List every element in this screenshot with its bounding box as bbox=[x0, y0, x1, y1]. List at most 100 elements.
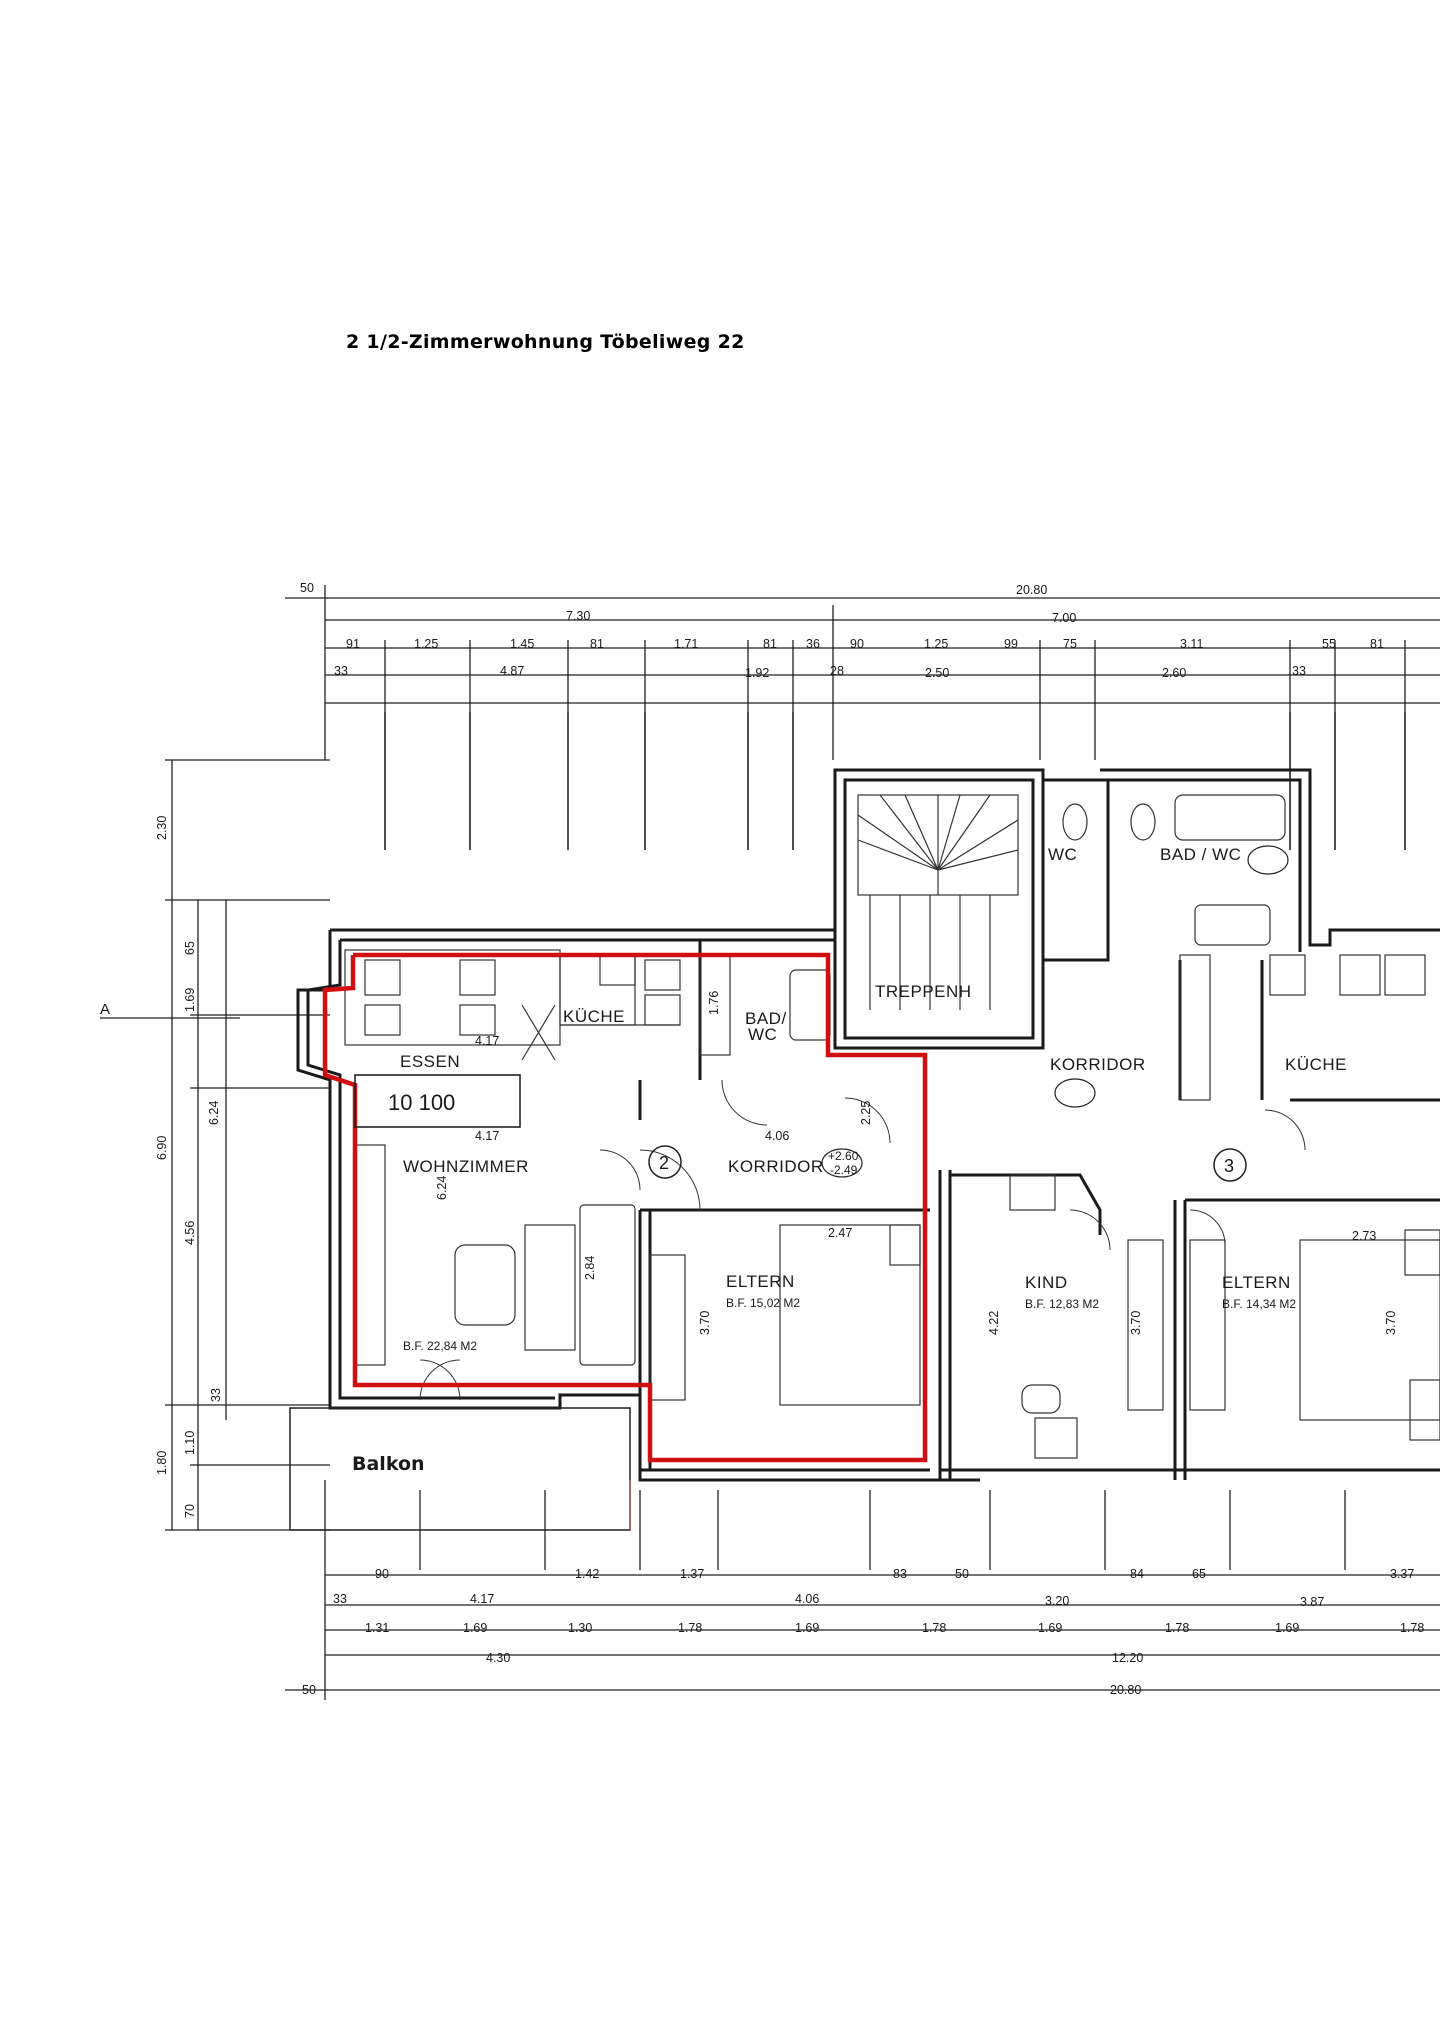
top-dimension-lines bbox=[285, 585, 1440, 850]
dim-int-k: 2.84 bbox=[583, 1256, 597, 1280]
room-eltern-right-area: B.F. 14,34 M2 bbox=[1222, 1297, 1296, 1311]
dim-int-m: 1.76 bbox=[707, 991, 721, 1015]
dim-b3-i: 1.69 bbox=[1275, 1621, 1299, 1635]
dim-b3-d: 1.78 bbox=[678, 1621, 702, 1635]
dim-row1-m: 55 bbox=[1322, 637, 1336, 651]
room-wohnzimmer-area: B.F. 22,84 M2 bbox=[403, 1339, 477, 1353]
bottom-dims-row1: 90 1.42 1.37 83 50 84 65 3.37 bbox=[375, 1567, 1414, 1581]
dim-b2-c: 4.06 bbox=[795, 1592, 819, 1606]
dim-row2-a: 33 bbox=[334, 664, 348, 678]
dim-b3-j: 1.78 bbox=[1400, 1621, 1424, 1635]
dim-int-e: 2.73 bbox=[1352, 1229, 1376, 1243]
dim-left-h: 1.80 bbox=[155, 1451, 169, 1475]
dim-b1-h: 3.37 bbox=[1390, 1567, 1414, 1581]
dim-row1-g: 36 bbox=[806, 637, 820, 651]
dim-b1-e: 50 bbox=[955, 1567, 969, 1581]
room-kind: KIND bbox=[1025, 1273, 1068, 1292]
dim-b3-c: 1.30 bbox=[568, 1621, 592, 1635]
room-balkon: Balkon bbox=[352, 1453, 425, 1475]
dim-row2-c: 1.92 bbox=[745, 666, 769, 680]
dim-row1-e: 1.71 bbox=[674, 637, 698, 651]
dim-left-i: 70 bbox=[183, 1504, 197, 1518]
dim-int-j: 6.24 bbox=[435, 1176, 449, 1200]
room-kueche: KÜCHE bbox=[563, 1007, 625, 1026]
dim-b2-e: 3.87 bbox=[1300, 1595, 1324, 1609]
room-korridor-right: KORRIDOR bbox=[1050, 1055, 1146, 1074]
korridor-level-top: +2.60 bbox=[828, 1149, 859, 1163]
dim-row1: 91 1.25 1.45 81 1.71 81 36 90 1.25 99 75… bbox=[346, 637, 1384, 651]
level-marker-bad bbox=[1247, 845, 1289, 875]
plan-title: 2 1/2-Zimmerwohnung Töbeliweg 22 bbox=[346, 331, 745, 353]
dim-row2: 33 4.87 1.92 28 2.50 2.60 33 bbox=[334, 664, 1306, 680]
dim-b2-d: 3.20 bbox=[1045, 1594, 1069, 1608]
dim-b1-d: 83 bbox=[893, 1567, 907, 1581]
dim-b1-b: 1.42 bbox=[575, 1567, 599, 1581]
dim-b1-f: 84 bbox=[1130, 1567, 1144, 1581]
dim-bottom-sub: 12.20 bbox=[1112, 1651, 1143, 1665]
dim-int-f: 3.70 bbox=[698, 1311, 712, 1335]
dim-row1-d: 81 bbox=[590, 637, 604, 651]
bottom-dims-row2: 33 4.17 4.06 3.20 3.87 bbox=[333, 1592, 1324, 1609]
level-marker-korridor bbox=[821, 1148, 863, 1178]
room-eltern-area: B.F. 15,02 M2 bbox=[726, 1296, 800, 1310]
dim-int-g: 4.22 bbox=[987, 1311, 1001, 1335]
section-marker: A bbox=[100, 1001, 110, 1018]
dim-row2-g: 33 bbox=[1292, 664, 1306, 678]
fixtures bbox=[344, 794, 1440, 1459]
apartment-number-box bbox=[354, 1074, 521, 1128]
dim-row1-f: 81 bbox=[763, 637, 777, 651]
balkon-area bbox=[289, 1407, 631, 1531]
room-bad-wc-2: WC bbox=[748, 1025, 777, 1044]
room-wohnzimmer: WOHNZIMMER bbox=[403, 1157, 529, 1176]
korridor-level-bottom: -2.49 bbox=[830, 1163, 858, 1177]
dim-left-c: 1.69 bbox=[183, 988, 197, 1012]
dim-b2-a: 33 bbox=[333, 1592, 347, 1606]
dim-row1-i: 1.25 bbox=[924, 637, 948, 651]
dim-offset-top: 50 bbox=[300, 581, 314, 595]
dim-row1-h: 90 bbox=[850, 637, 864, 651]
room-korridor: KORRIDOR bbox=[728, 1157, 824, 1176]
room-essen: ESSEN bbox=[400, 1052, 460, 1071]
staircase bbox=[857, 794, 1019, 1010]
dim-b3-b: 1.69 bbox=[463, 1621, 487, 1635]
dim-b3-g: 1.69 bbox=[1038, 1621, 1062, 1635]
unit-marker-3: 3 bbox=[1224, 1156, 1234, 1176]
dim-int-a: 4.17 bbox=[475, 1034, 499, 1048]
room-kind-area: B.F. 12,83 M2 bbox=[1025, 1297, 1099, 1311]
room-kueche-right: KÜCHE bbox=[1285, 1055, 1347, 1074]
dim-int-l: 2.25 bbox=[859, 1101, 873, 1125]
level-marker-korridor-right bbox=[1054, 1078, 1096, 1108]
dim-offset-bottom: 50 bbox=[302, 1683, 316, 1697]
dim-top-left: 7.30 bbox=[566, 609, 590, 623]
dim-b1-g: 65 bbox=[1192, 1567, 1206, 1581]
dim-b3-e: 1.69 bbox=[795, 1621, 819, 1635]
dim-row2-f: 2.60 bbox=[1162, 666, 1186, 680]
door-swings bbox=[419, 1079, 1306, 1401]
apartment-outline bbox=[322, 952, 928, 1463]
dim-b2-b: 4.17 bbox=[470, 1592, 494, 1606]
room-bad-wc-right: BAD / WC bbox=[1160, 845, 1241, 864]
room-bad-wc: BAD/ bbox=[745, 1009, 787, 1028]
dim-row1-a: 91 bbox=[346, 637, 360, 651]
dim-top-right: 7.00 bbox=[1052, 611, 1076, 625]
dim-row2-e: 2.50 bbox=[925, 666, 949, 680]
dim-int-d: 2.47 bbox=[828, 1226, 852, 1240]
room-eltern: ELTERN bbox=[726, 1272, 795, 1291]
dim-row1-b: 1.25 bbox=[414, 637, 438, 651]
apartment-number: 10 100 bbox=[388, 1090, 455, 1115]
dim-left-f: 4.56 bbox=[183, 1221, 197, 1245]
dim-int-b: 4.17 bbox=[475, 1129, 499, 1143]
dim-row1-k: 75 bbox=[1063, 637, 1077, 651]
dim-b1-c: 1.37 bbox=[680, 1567, 704, 1581]
dim-top-total: 20.80 bbox=[1016, 583, 1047, 597]
unit-marker-3-circle bbox=[1213, 1148, 1247, 1182]
room-eltern-right: ELTERN bbox=[1222, 1273, 1291, 1292]
dim-b3-f: 1.78 bbox=[922, 1621, 946, 1635]
dim-row2-d: 28 bbox=[830, 664, 844, 678]
left-dims: 2.30 65 1.69 6.90 6.24 4.56 1.10 1.80 70… bbox=[155, 816, 223, 1518]
unit-marker-2-circle bbox=[648, 1145, 682, 1179]
dim-row1-c: 1.45 bbox=[510, 637, 534, 651]
left-dimension-lines bbox=[100, 759, 330, 1531]
dim-bottom-total: 20.80 bbox=[1110, 1683, 1141, 1697]
dim-left-j: 33 bbox=[209, 1388, 223, 1402]
